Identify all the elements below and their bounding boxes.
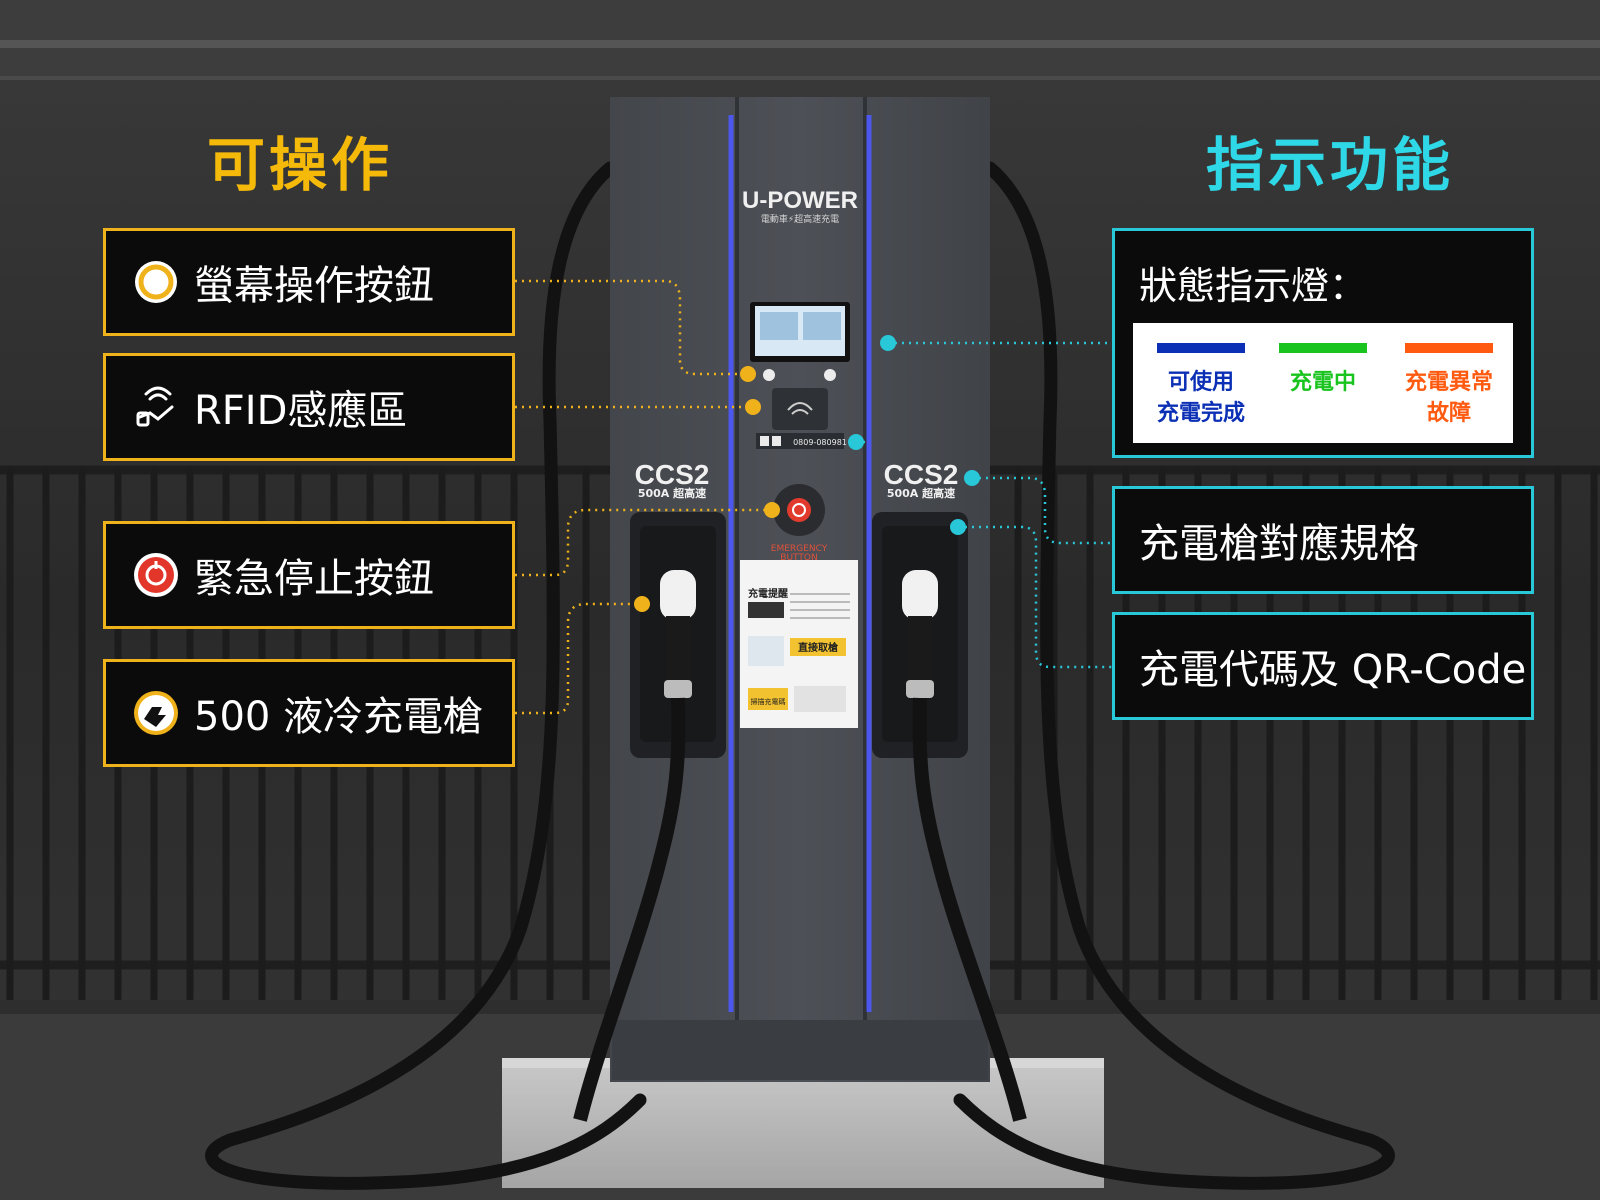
emergency-stop-callout: 緊急停止按鈕 [103,521,515,629]
operable-callout-lines [515,279,772,715]
poster-title: 充電提醒 [748,587,788,600]
rfid-label: RFID感應區 [194,388,408,434]
legend-available-line1: 可使用 [1167,370,1234,395]
rfid-callout: RFID感應區 [103,353,515,461]
ring-button-icon [132,258,180,306]
brand-logo: U-POWER [742,187,858,214]
status-light-title: 狀態指示燈： [1139,264,1368,308]
rfid-tap-icon [132,383,180,431]
operable-callout-dots [634,366,780,612]
charging-gun-label: 500 液冷充電槍 [194,694,484,740]
charging-code-callout: 充電代碼及 QR-Code [1112,612,1534,720]
emergency-label-2: BUTTON [780,553,817,563]
charging-gun-icon [132,689,180,737]
left-charging-gun [573,570,696,1122]
poster-highlight: 直接取槍 [798,641,839,654]
connector-spec-callout: 充電槍對應規格 [1112,486,1534,594]
right-charging-gun [902,570,1027,1122]
connector-spec-label: 充電槍對應規格 [1139,521,1419,567]
legend-bar-green [1279,343,1367,353]
charging-code-label: 充電代碼及 QR-Code [1139,647,1527,693]
operable-heading: 可操作 [206,131,393,199]
right-port-rating: 500A 超高速 [887,486,955,500]
emergency-button [787,498,811,522]
left-port-rating: 500A 超高速 [638,486,706,500]
indicators-heading: 指示功能 [1205,131,1454,199]
legend-fault: 充電異常 故障 [1389,343,1509,429]
screen-button-right [824,369,836,381]
legend-charging-line1: 充電中 [1289,370,1356,395]
charging-gun-callout: 500 液冷充電槍 [103,659,515,767]
indicator-callout-dots [848,335,980,535]
legend-charging: 充電中 [1263,343,1383,398]
emergency-label: EMERGENCY [771,544,828,554]
charging-cables [205,161,1395,1190]
screen-button-label: 螢幕操作按鈕 [194,263,434,309]
screen-button-left [763,369,775,381]
right-port-type: CCS2 [884,459,959,490]
screen-button-callout: 螢幕操作按鈕 [103,228,515,336]
service-phone: 0809-080981 [793,438,847,447]
legend-fault-line1: 充電異常 [1404,370,1493,395]
emergency-stop-label: 緊急停止按鈕 [194,556,434,602]
emergency-stop-icon [132,551,180,599]
status-light-callout: 狀態指示燈： 可使用 充電完成 充電中 充電異常 故障 [1112,228,1534,458]
legend-available-line2: 充電完成 [1156,401,1245,426]
brand-tagline: 電動車⚡超高速充電 [761,213,839,225]
status-legend: 可使用 充電完成 充電中 充電異常 故障 [1133,323,1513,443]
legend-fault-line2: 故障 [1426,401,1471,426]
poster-footer: 掃描充電碼 [751,697,786,706]
status-led-strips [728,115,872,1012]
legend-bar-blue [1157,343,1245,353]
legend-available: 可使用 充電完成 [1141,343,1261,429]
left-port-type: CCS2 [635,459,710,490]
legend-bar-orange [1405,343,1493,353]
